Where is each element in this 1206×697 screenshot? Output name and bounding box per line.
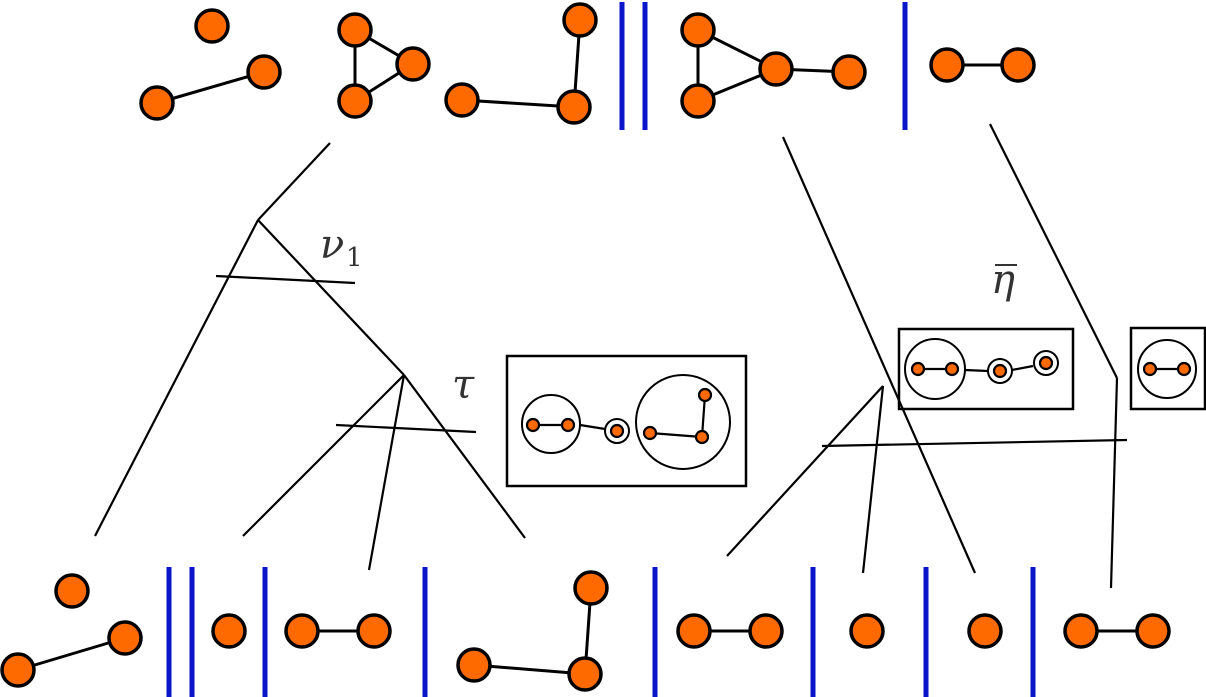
tree-branch bbox=[94, 219, 259, 537]
node bbox=[967, 613, 1003, 649]
node bbox=[1063, 613, 1099, 649]
edge bbox=[964, 368, 989, 373]
node bbox=[337, 83, 373, 119]
node bbox=[849, 613, 885, 649]
edge bbox=[17, 636, 126, 672]
cluster-ring bbox=[904, 338, 966, 400]
tree-branch bbox=[257, 142, 331, 221]
bottom-graph-path bbox=[456, 570, 609, 692]
node bbox=[246, 54, 282, 90]
node bbox=[676, 613, 712, 649]
tree-branch bbox=[242, 374, 405, 537]
node bbox=[1038, 355, 1054, 371]
bottom-graph-1 bbox=[0, 573, 143, 688]
edge bbox=[1011, 364, 1034, 372]
node bbox=[356, 613, 392, 649]
top-graph-triangle-tail bbox=[680, 12, 867, 119]
tree-branch bbox=[257, 219, 405, 376]
node bbox=[694, 429, 710, 445]
tree-branch bbox=[989, 123, 1118, 379]
tree-branch bbox=[1109, 377, 1119, 589]
node bbox=[525, 417, 541, 433]
node bbox=[0, 652, 36, 688]
node bbox=[929, 47, 965, 83]
cut-line-tau bbox=[335, 423, 477, 434]
eta-box bbox=[897, 327, 1075, 411]
node bbox=[284, 613, 320, 649]
node bbox=[567, 656, 603, 692]
single-box bbox=[1129, 326, 1206, 411]
label-nu-symbol: ν bbox=[320, 222, 344, 268]
top-graph-triangle bbox=[337, 12, 431, 119]
node bbox=[697, 387, 713, 403]
node bbox=[107, 620, 143, 656]
top-row bbox=[139, 2, 1036, 130]
node bbox=[456, 647, 492, 683]
tau-box-frame bbox=[505, 354, 748, 488]
node bbox=[642, 425, 658, 441]
single-box-frame bbox=[1129, 326, 1206, 411]
eta-box-frame bbox=[897, 327, 1075, 411]
node bbox=[560, 417, 576, 433]
node bbox=[1000, 47, 1036, 83]
node bbox=[680, 12, 716, 48]
node bbox=[680, 83, 716, 119]
bottom-graph-edge-2 bbox=[676, 613, 784, 649]
cluster-ring bbox=[987, 358, 1013, 384]
cut-line-eta bbox=[821, 438, 1128, 448]
cluster-ring bbox=[521, 394, 581, 454]
label-eta: η bbox=[991, 257, 1017, 303]
cluster-ring bbox=[604, 418, 630, 444]
tree-branch bbox=[781, 136, 977, 574]
node bbox=[1135, 613, 1171, 649]
node bbox=[337, 12, 373, 48]
node bbox=[194, 8, 230, 44]
tree-branch bbox=[861, 385, 885, 574]
node bbox=[758, 51, 794, 87]
tau-box bbox=[505, 354, 748, 488]
edge bbox=[461, 98, 575, 109]
node bbox=[748, 613, 784, 649]
top-graph-1 bbox=[139, 8, 282, 121]
node bbox=[992, 363, 1008, 379]
top-graph-path bbox=[444, 2, 598, 125]
edge bbox=[156, 70, 265, 105]
node bbox=[211, 613, 247, 649]
bottom-graph-edge-3 bbox=[1063, 613, 1171, 649]
label-nu: ν 1 bbox=[320, 222, 363, 273]
tree-branch bbox=[726, 385, 884, 557]
edge bbox=[649, 431, 703, 439]
node bbox=[1176, 361, 1192, 377]
label-tau: τ bbox=[452, 362, 475, 408]
node bbox=[395, 46, 431, 82]
top-graph-edge bbox=[929, 47, 1036, 83]
cluster-ring bbox=[635, 374, 731, 470]
node bbox=[562, 2, 598, 38]
bottom-graph-edge-1 bbox=[284, 613, 392, 649]
label-eta-symbol: η bbox=[991, 257, 1015, 303]
node bbox=[831, 54, 867, 90]
cut-line-nu bbox=[215, 274, 356, 285]
label-nu-subscript: 1 bbox=[346, 243, 363, 273]
tree-branch bbox=[403, 374, 526, 539]
edge bbox=[473, 663, 586, 676]
node bbox=[556, 89, 592, 125]
node bbox=[609, 423, 625, 439]
right-tree bbox=[726, 123, 1128, 589]
node bbox=[139, 85, 175, 121]
cluster-ring bbox=[1033, 350, 1059, 376]
node bbox=[910, 361, 926, 377]
tree-branch bbox=[367, 374, 406, 571]
node bbox=[444, 82, 480, 118]
node bbox=[573, 570, 609, 606]
bottom-row bbox=[0, 567, 1171, 697]
node bbox=[54, 573, 90, 609]
node bbox=[944, 361, 960, 377]
edge bbox=[579, 423, 606, 431]
node bbox=[1142, 361, 1158, 377]
cluster-ring bbox=[1137, 339, 1197, 399]
left-tree bbox=[94, 142, 526, 571]
